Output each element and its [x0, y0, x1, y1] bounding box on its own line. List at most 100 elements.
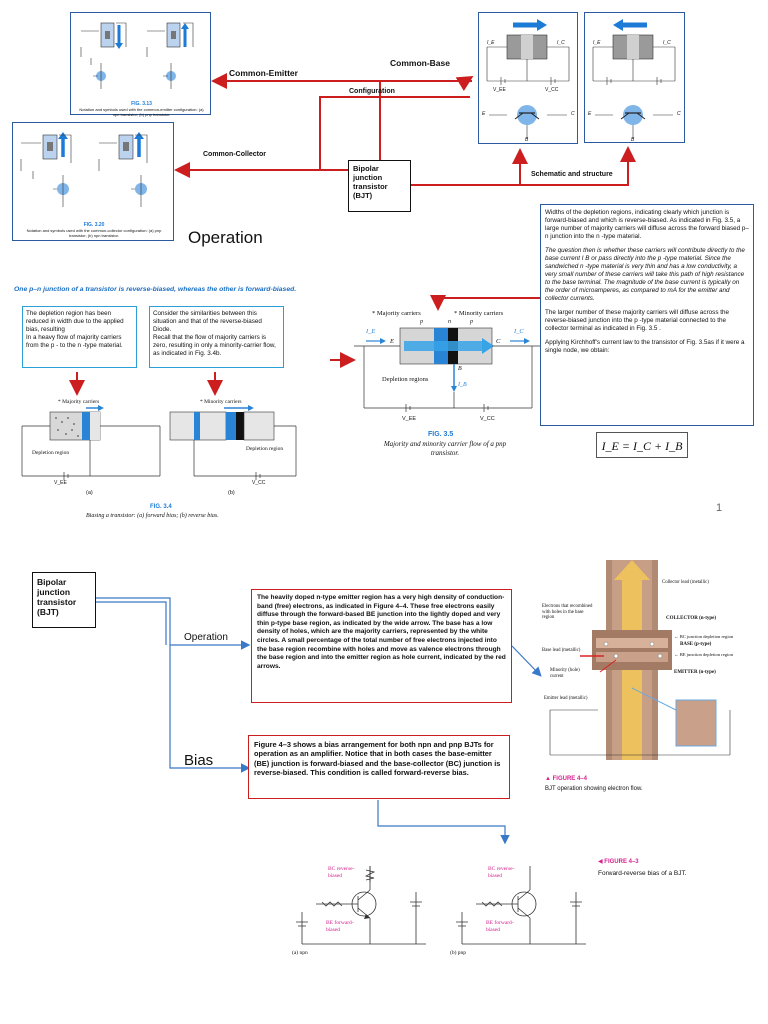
operation-label-2: Operation [184, 632, 228, 643]
fig-3-5: * Majority carriers * Minority carriers … [354, 308, 542, 434]
box-depletion-text: The depletion region has been reduced in… [26, 310, 124, 349]
operation-text: The heavily doped n-type emitter region … [257, 594, 506, 670]
fig43-bc-rev-b: BC reverse-biased [488, 866, 515, 879]
fig35-depletion: Depletion regions [382, 376, 429, 383]
fig35-caption: Majority and minority carrier flow of a … [383, 440, 507, 457]
fig35-b: B [458, 366, 462, 372]
fig44-emitter: EMITTER (n-type) [674, 670, 716, 675]
fig-3-4: * Majority carriers * Minority carriers … [20, 396, 306, 526]
box-depletion: The depletion region has been reduced in… [22, 306, 137, 368]
statement-text: One p–n junction of a transistor is reve… [14, 286, 297, 293]
cb2-c: C [677, 111, 681, 117]
fig34-b: (b) [228, 490, 235, 496]
cb1-b: B [525, 137, 529, 143]
right-text-p4: Applying Kirchhoff's current law to the … [545, 339, 745, 354]
fig44-number: ▲ FIGURE 4–4 [545, 776, 587, 782]
bias-label: Bias [184, 752, 214, 769]
fig44-emitter-lead: Emitter lead (metallic) [544, 696, 588, 701]
operation-heading-1: Operation [188, 228, 263, 247]
fig-common-collector: FIG. 3.20 Notation and symbols used with… [12, 122, 174, 241]
fig34-majority: * Majority carriers [58, 399, 100, 405]
fig35-minority: * Minority carriers [454, 310, 504, 317]
bjt-box-2-text: Bipolar junction transistor (BJT) [37, 577, 77, 617]
bias-text-box: Figure 4–3 shows a bias arrangement for … [248, 735, 510, 799]
fig35-n: n [448, 319, 451, 325]
bjt-box-1-text: Bipolar junction transistor (BJT) [353, 164, 388, 200]
cb1-ic: I_C [557, 40, 565, 46]
fig43-b: (b) pnp [450, 950, 467, 956]
fig44-collector-lead: Collector lead (metallic) [662, 580, 709, 585]
fig44-electrons: Electrons that recombined with holes in … [542, 604, 593, 621]
fig44-minority: Minority (hole) current [550, 668, 580, 679]
fig44-collector: COLLECTOR (n-type) [666, 616, 717, 621]
cb2-b: B [631, 137, 635, 143]
fig35-majority: * Majority carriers [372, 310, 421, 317]
box-similarities-text: Consider the similarities between this s… [153, 310, 276, 357]
fig34-a: (a) [86, 490, 93, 496]
fig34-caption: Biasing a transistor: (a) forward bias; … [86, 513, 219, 519]
fig35-vcc: V_CC [480, 416, 495, 422]
cb1-vcc: V_CC [545, 87, 559, 93]
fig44-caption: BJT operation showing electron flow. [545, 786, 643, 792]
fig34-depletion-b: Depletion region [246, 446, 284, 452]
right-text-box: Widths of the depletion regions, indicat… [540, 204, 754, 426]
bjt-box-1: Bipolar junction transistor (BJT) [348, 160, 411, 212]
fig35-c: C [496, 338, 501, 345]
fig-cc-caption: Notation and symbols used with the commo… [26, 228, 162, 238]
right-text-p1: Widths of the depletion regions, indicat… [545, 209, 749, 240]
fig-4-4: Collector lead (metallic) Electrons that… [540, 560, 740, 770]
fig44-be-dep: ← BE junction depletion region [674, 652, 733, 657]
fig34-depletion-a: Depletion region [32, 450, 70, 456]
right-text-p2: The question then is whether these carri… [545, 247, 745, 302]
fig35-ib: I_B [458, 382, 467, 388]
fig34-minority: * Minority carriers [200, 399, 242, 405]
equation-text: I_E = I_C + I_B [601, 439, 683, 453]
fig44-base: BASE (p-type) [680, 642, 712, 647]
cb2-ie: I_E [593, 40, 601, 46]
cb2-ic: I_C [663, 40, 671, 46]
label-configuration: Configuration [349, 88, 395, 95]
fig44-base-lead: Base lead (metallic) [542, 648, 581, 653]
fig43-be-fwd-b: BE forward-biased [486, 920, 514, 933]
fig34-vcc: V_CC [252, 480, 266, 486]
fig-common-emitter: FIG. 3.13 Notation and symbols used with… [70, 12, 211, 117]
fig35-p: p [420, 319, 423, 325]
label-schematic: Schematic and structure [531, 171, 613, 178]
bias-text: Figure 4–3 shows a bias arrangement for … [254, 740, 501, 778]
cb1-c: C [571, 111, 575, 117]
cb1-vee: V_EE [493, 87, 506, 93]
fig44-bc-dep: ← BC junction depletion region [674, 634, 734, 639]
fig-cc-number: FIG. 3.20 [83, 222, 105, 228]
label-common-base: Common-Base [390, 58, 450, 68]
fig34-number: FIG. 3.4 [150, 504, 172, 510]
fig-ce-number: FIG. 3.13 [131, 101, 152, 107]
label-common-collector: Common-Collector [203, 151, 266, 158]
cb1-e: E [482, 111, 486, 117]
fig43-a: (a) npn [292, 950, 308, 956]
fig35-e: E [390, 338, 394, 345]
page-number: 1 [716, 502, 723, 514]
fig-common-base-pnp: I_E I_C V_EE V_CC E C B [478, 12, 578, 144]
cb2-e: E [588, 111, 592, 117]
fig35-number: FIG. 3.5 [428, 431, 454, 438]
operation-text-box: The heavily doped n-type emitter region … [251, 589, 512, 703]
fig35-p2: p [470, 319, 473, 325]
box-similarities: Consider the similarities between this s… [149, 306, 284, 368]
fig-common-base-npn: I_E I_C E C B [584, 12, 685, 143]
fig-ce-caption: Notation and symbols used with the commo… [79, 107, 204, 117]
fig43-bc-rev-a: BC reverse-biased [328, 866, 355, 879]
fig43-number: ◀ FIGURE 4–3 [598, 859, 639, 865]
fig43-caption: Forward-reverse bias of a BJT. [598, 870, 687, 877]
right-text-p3: The larger number of these majority carr… [545, 309, 729, 332]
fig34-vee: V_EE [54, 480, 67, 486]
bjt-box-2: Bipolar junction transistor (BJT) [32, 572, 96, 628]
fig35-ie: I_E [366, 328, 376, 335]
fig-4-3: BC reverse-biased BE forward-biased BC r… [286, 852, 606, 962]
equation-box: I_E = I_C + I_B [596, 432, 688, 458]
fig35-vee: V_EE [402, 416, 417, 422]
fig35-ic: I_C [514, 328, 524, 335]
label-common-emitter: Common-Emitter [229, 68, 298, 78]
cb1-ie: I_E [487, 40, 495, 46]
